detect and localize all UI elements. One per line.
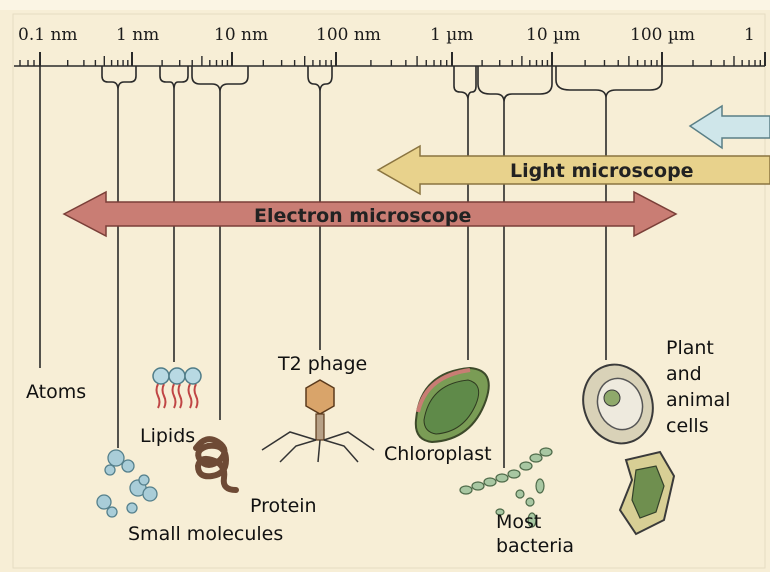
bacteria-label-line1: Most [496,511,541,533]
cells-label-line3: animal [666,389,730,411]
small-molecules-illustration [96,449,158,518]
cells-bracket [555,54,663,99]
scale-label-10um: 10 µm [526,25,580,45]
cells-label-line2: and [666,363,702,385]
cells-illustration [582,363,676,536]
atoms-label: Atoms [26,381,86,403]
ruler-ticks [19,52,766,66]
electron-microscope-label: Electron microscope [254,205,471,227]
bracket-lines [39,54,663,468]
scale-label-1nm: 1 nm [116,25,159,45]
protein-bracket [191,66,249,93]
eye-range-arrow [688,104,770,150]
t2-phage-label: T2 phage [277,353,367,375]
lipids-illustration [152,367,202,409]
ruler [14,52,766,67]
panel-border [12,13,766,569]
eye-arrow-shape [688,104,770,150]
scale-label-1mm: 1 [744,25,755,45]
t2-phage-bracket [307,66,333,93]
t2-phage-illustration [261,379,375,463]
light-arrow-shape [376,144,770,196]
electron-microscope-arrow: Electron microscope [62,190,678,238]
chloroplast-label: Chloroplast [384,443,492,465]
scale-label-100nm: 100 nm [316,25,381,45]
cells-label-line4: cells [666,415,709,437]
small-molecules-bracket [101,66,137,91]
scale-labels: 0.1 nm 1 nm 10 nm 100 nm 1 µm 10 µm 100 … [18,25,755,45]
scale-label-0.1nm: 0.1 nm [18,25,78,45]
scale-label-100um: 100 µm [630,25,695,45]
scale-label-1um: 1 µm [430,25,473,45]
light-microscope-arrow: Light microscope [376,144,770,196]
protein-label: Protein [250,495,317,517]
top-band [0,0,770,10]
lipids-label: Lipids [140,425,195,447]
lipids-bracket [159,66,189,91]
small-molecules-label: Small molecules [128,523,283,545]
bacteria-bracket [477,66,553,103]
light-microscope-label: Light microscope [510,160,694,182]
electron-arrow-shape [62,190,678,238]
bacteria-illustration [459,447,553,528]
protein-illustration [193,436,239,493]
scale-label-10nm: 10 nm [214,25,268,45]
chloroplast-bracket [453,66,477,101]
bacteria-label-line2: bacteria [496,535,574,557]
cells-label-line1: Plant [666,337,714,359]
chloroplast-illustration [414,366,490,444]
